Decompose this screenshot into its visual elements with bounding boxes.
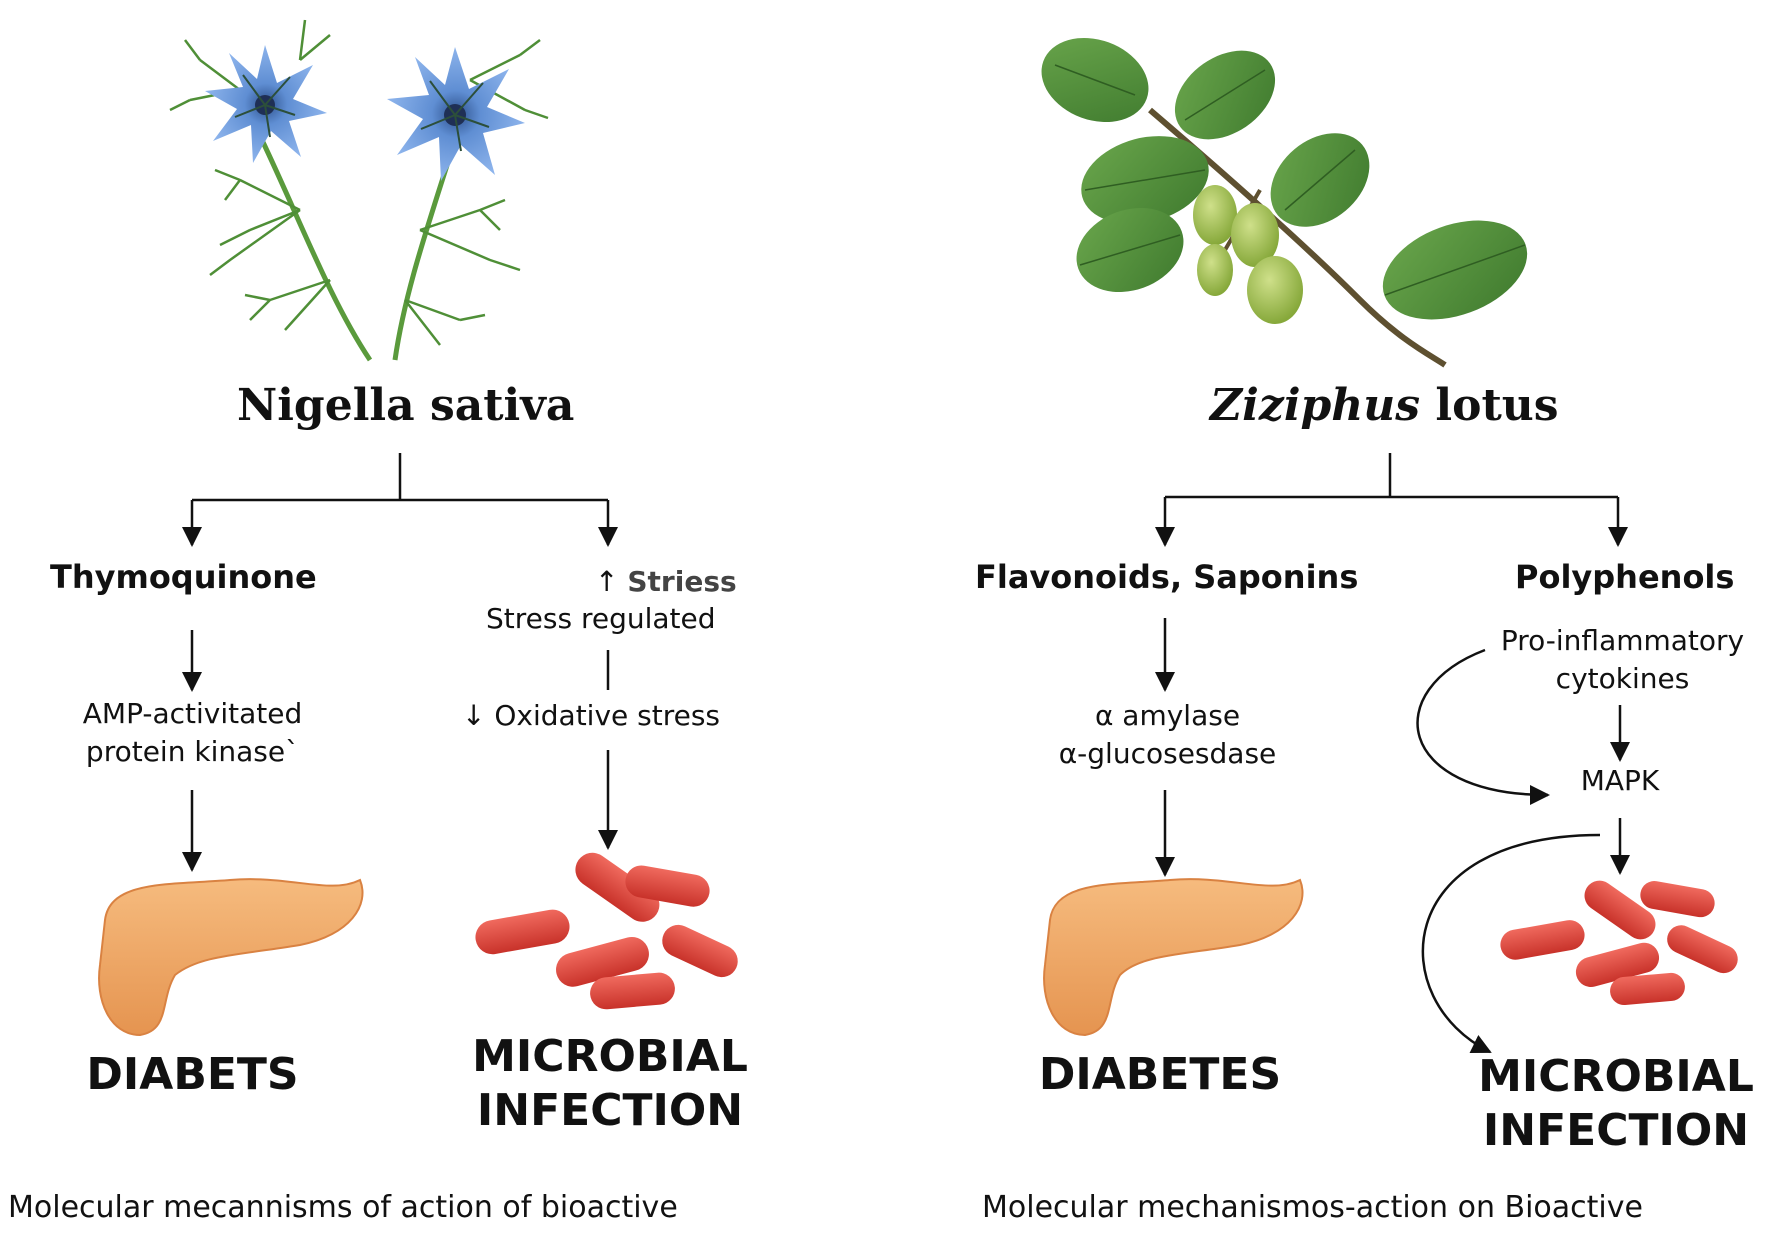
diabetes-label: DIABETES	[1038, 1049, 1282, 1100]
microbial-line-right: MICROBIAL	[1478, 1051, 1754, 1102]
infection-line-right: INFECTION	[1482, 1105, 1750, 1156]
cytokines-label: Pro-inflammatory cytokines	[1480, 622, 1765, 698]
down-arrow-icon: ↓	[462, 699, 486, 732]
oxidative-stress-label: ↓ Oxidative stress	[462, 697, 720, 735]
bacteria-icon	[475, 852, 738, 1010]
infection-line: INFECTION	[476, 1085, 744, 1136]
stress-regulated-label: Stress regulated	[486, 602, 716, 635]
left-caption: Molecular mecannisms of action of bioact…	[8, 1190, 678, 1225]
ampk-line-1: AMP-activitated	[82, 697, 303, 730]
amylase-line-2: α-glucosesdase	[1058, 737, 1277, 770]
oxidative-stress-text: Oxidative stress	[494, 699, 721, 732]
thymoquinone-label: Thymoquinone	[50, 558, 317, 596]
ziziphus-title: Ziziphus lotus	[1210, 380, 1559, 431]
right-caption: Molecular mechanismos-action on Bioactiv…	[982, 1190, 1643, 1225]
amylase-line-1: α amylase	[1094, 699, 1241, 732]
microbial-infection-label: MICROBIAL INFECTION	[450, 1030, 770, 1138]
nigella-flower-illustration	[169, 19, 549, 362]
up-arrow-icon: ↑	[595, 565, 619, 598]
striess-text: Striess	[627, 565, 737, 598]
ampk-label: AMP-activitated protein kinase`	[55, 695, 330, 771]
nigella-tree-connectors	[182, 453, 618, 872]
cytokines-line-2: cytokines	[1555, 662, 1690, 695]
ziziphus-tree-connectors	[1155, 453, 1630, 1054]
nigella-title: Nigella sativa	[237, 380, 575, 431]
cytokines-line-1: Pro-inflammatory	[1500, 624, 1745, 657]
ziziphus-genus: Ziziphus	[1210, 380, 1421, 431]
flavonoids-label: Flavonoids, Saponins	[975, 558, 1359, 596]
microbial-line: MICROBIAL	[472, 1031, 748, 1082]
stress-up-label: ↑ Striess	[595, 563, 737, 601]
diabets-label: DIABETS	[86, 1049, 299, 1100]
pancreas-icon	[98, 878, 364, 1037]
pancreas-icon-right	[1043, 878, 1304, 1037]
bacteria-icon-right	[1500, 880, 1738, 1006]
microbial-infection-label-right: MICROBIAL INFECTION	[1460, 1050, 1772, 1158]
ziziphus-branch-illustration	[1041, 37, 1528, 368]
polyphenols-label: Polyphenols	[1515, 558, 1735, 596]
amylase-label: α amylase α-glucosesdase	[1030, 697, 1305, 773]
mapk-label: MAPK	[1580, 764, 1660, 797]
ampk-line-2: protein kinase`	[85, 735, 300, 768]
ziziphus-species: lotus	[1420, 380, 1559, 431]
